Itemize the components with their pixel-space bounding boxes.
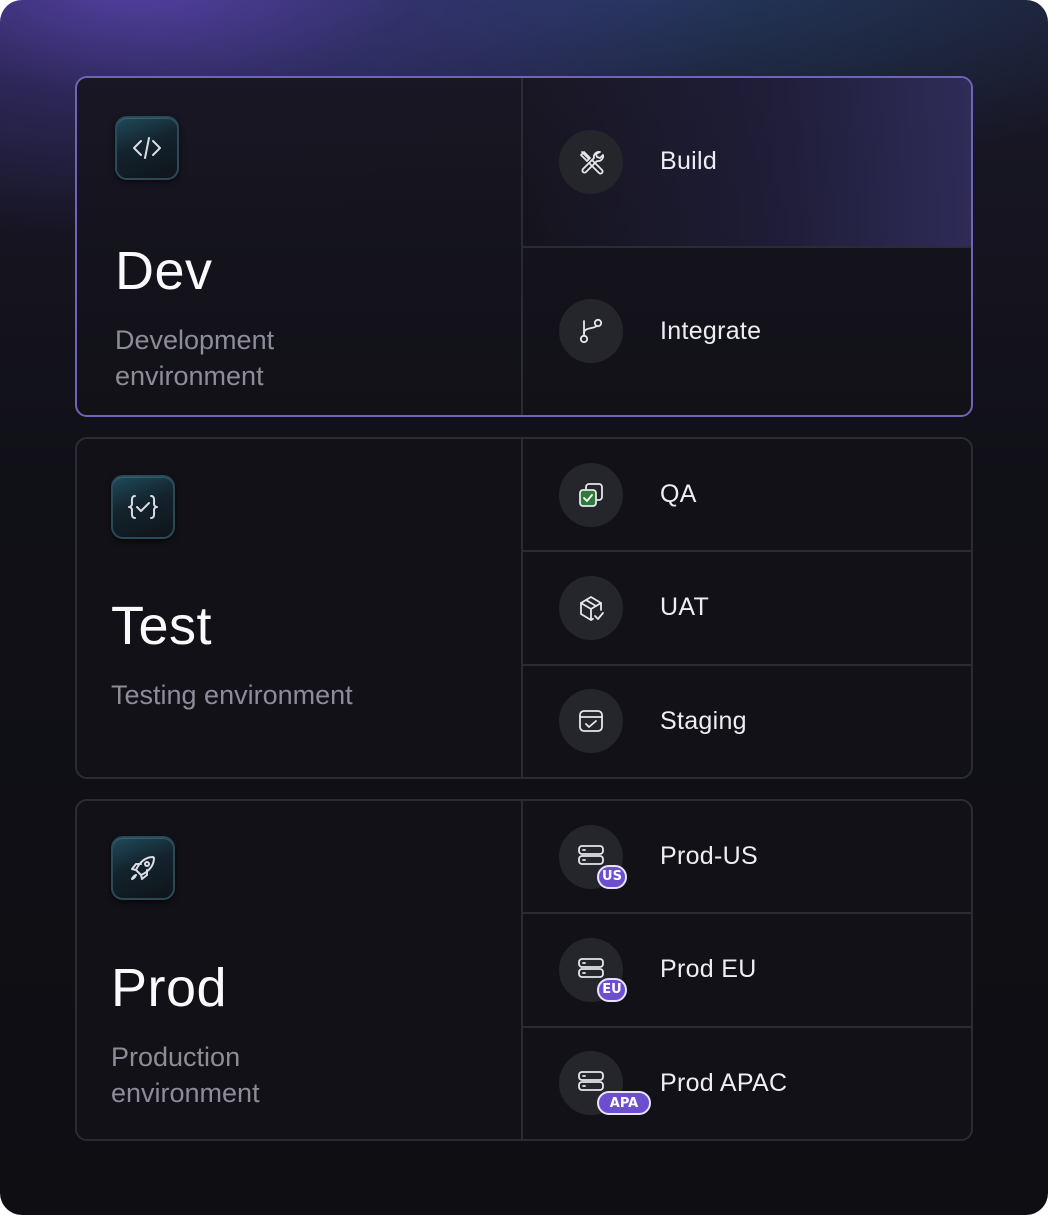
region-badge-eu: EU (597, 977, 627, 1002)
stage-label-build: Build (660, 147, 718, 176)
region-badge-apac: APA (597, 1091, 651, 1116)
region-badge-us: US (597, 864, 627, 889)
env-card-test[interactable]: Test Testing environment QA (75, 437, 973, 779)
stage-row-prod-apac[interactable]: APA Prod APAC (523, 1028, 971, 1139)
stage-row-prod-us[interactable]: US Prod-US (523, 801, 971, 915)
env-title-test: Test (111, 596, 213, 656)
rocket-icon (111, 836, 175, 900)
env-summary-prod: Prod Production environment (77, 801, 523, 1139)
stage-row-build[interactable]: Build (523, 78, 971, 248)
env-card-dev[interactable]: Dev Development environment Build (75, 76, 973, 417)
box-check-icon (559, 575, 623, 640)
env-card-prod[interactable]: Prod Production environment US Prod-US (75, 799, 973, 1141)
stage-label-qa: QA (660, 480, 697, 509)
server-icon: US (559, 824, 627, 889)
env-title-prod: Prod (111, 958, 228, 1018)
env-subtitle-dev: Development environment (115, 325, 275, 391)
stage-list-test: QA UAT (523, 439, 971, 777)
stage-row-uat[interactable]: UAT (523, 552, 971, 666)
stage-row-prod-eu[interactable]: EU Prod EU (523, 914, 971, 1028)
stage-label-prod-us: Prod-US (660, 842, 758, 871)
stage-list-prod: US Prod-US EU Prod EU (523, 801, 971, 1139)
stage-label-prod-apac: Prod APAC (660, 1068, 788, 1097)
stage-row-integrate[interactable]: Integrate (523, 248, 971, 416)
copy-check-icon (559, 462, 623, 527)
env-summary-dev: Dev Development environment (77, 78, 523, 415)
env-title-dev: Dev (115, 241, 213, 301)
calendar-check-icon (559, 689, 623, 754)
stage-row-staging[interactable]: Staging (523, 666, 971, 777)
tools-icon (559, 129, 623, 194)
env-summary-test: Test Testing environment (77, 439, 523, 777)
stage-label-uat: UAT (660, 593, 710, 622)
env-subtitle-test: Testing environment (111, 680, 353, 710)
server-icon: EU (559, 937, 627, 1002)
server-icon: APA (559, 1051, 651, 1116)
code-icon (115, 116, 179, 180)
stage-label-staging: Staging (660, 706, 747, 735)
stage-label-prod-eu: Prod EU (660, 955, 757, 984)
git-branch-icon (559, 299, 623, 364)
stage-list-dev: Build Integrate (523, 78, 971, 415)
braces-check-icon (111, 475, 175, 539)
env-subtitle-prod: Production environment (111, 1042, 260, 1108)
stage-label-integrate: Integrate (660, 316, 762, 345)
stage-row-qa[interactable]: QA (523, 439, 971, 553)
